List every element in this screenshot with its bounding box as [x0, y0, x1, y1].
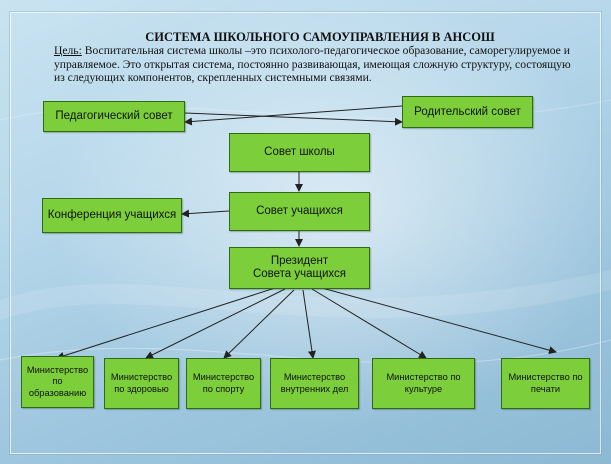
- node-ministry-internal-affairs: Министерство внутренних дел: [270, 358, 359, 409]
- arrow-to-ministry-2: [145, 288, 286, 359]
- arrow-to-conference: [181, 209, 230, 218]
- node-student-conference: Конференция учащихся: [42, 198, 182, 233]
- node-school-council: Совет школы: [229, 133, 370, 172]
- intro-paragraph: Цель: Воспитательная система школы –это …: [54, 44, 584, 85]
- node-ministry-sport: Министерство по спорту: [186, 358, 261, 409]
- arrow-ped-to-parent: [184, 112, 403, 126]
- node-president: Президент Совета учащихся: [229, 247, 370, 289]
- arrow-to-ministry-4: [302, 289, 316, 359]
- node-parent-council: Родительский совет: [402, 96, 533, 128]
- arrow-to-ministry-5: [311, 288, 427, 359]
- node-ministry-culture: Министерство по культуре: [372, 358, 475, 409]
- arrow-to-ministry-3: [223, 289, 295, 359]
- node-student-council: Совет учащихся: [229, 192, 370, 231]
- slide-frame: [10, 12, 601, 454]
- node-ministry-health: Министерство по здоровью: [104, 358, 179, 409]
- page-title: СИСТЕМА ШКОЛЬНОГО САМОУПРАВЛЕНИЯ В АНСОШ: [145, 30, 495, 44]
- node-ministry-press: Министерство по печати: [501, 358, 590, 409]
- node-pedagogical-council: Педагогический совет: [43, 101, 185, 132]
- arrow-to-ministry-1: [56, 287, 276, 360]
- node-ministry-education: Министерство по образованию: [21, 356, 94, 408]
- arrow-parent-to-ped: [184, 105, 403, 126]
- intro-label: Цель:: [54, 44, 82, 57]
- intro-text: Воспитательная система школы –это психол…: [54, 44, 571, 85]
- arrow-to-ministry-6: [321, 287, 557, 355]
